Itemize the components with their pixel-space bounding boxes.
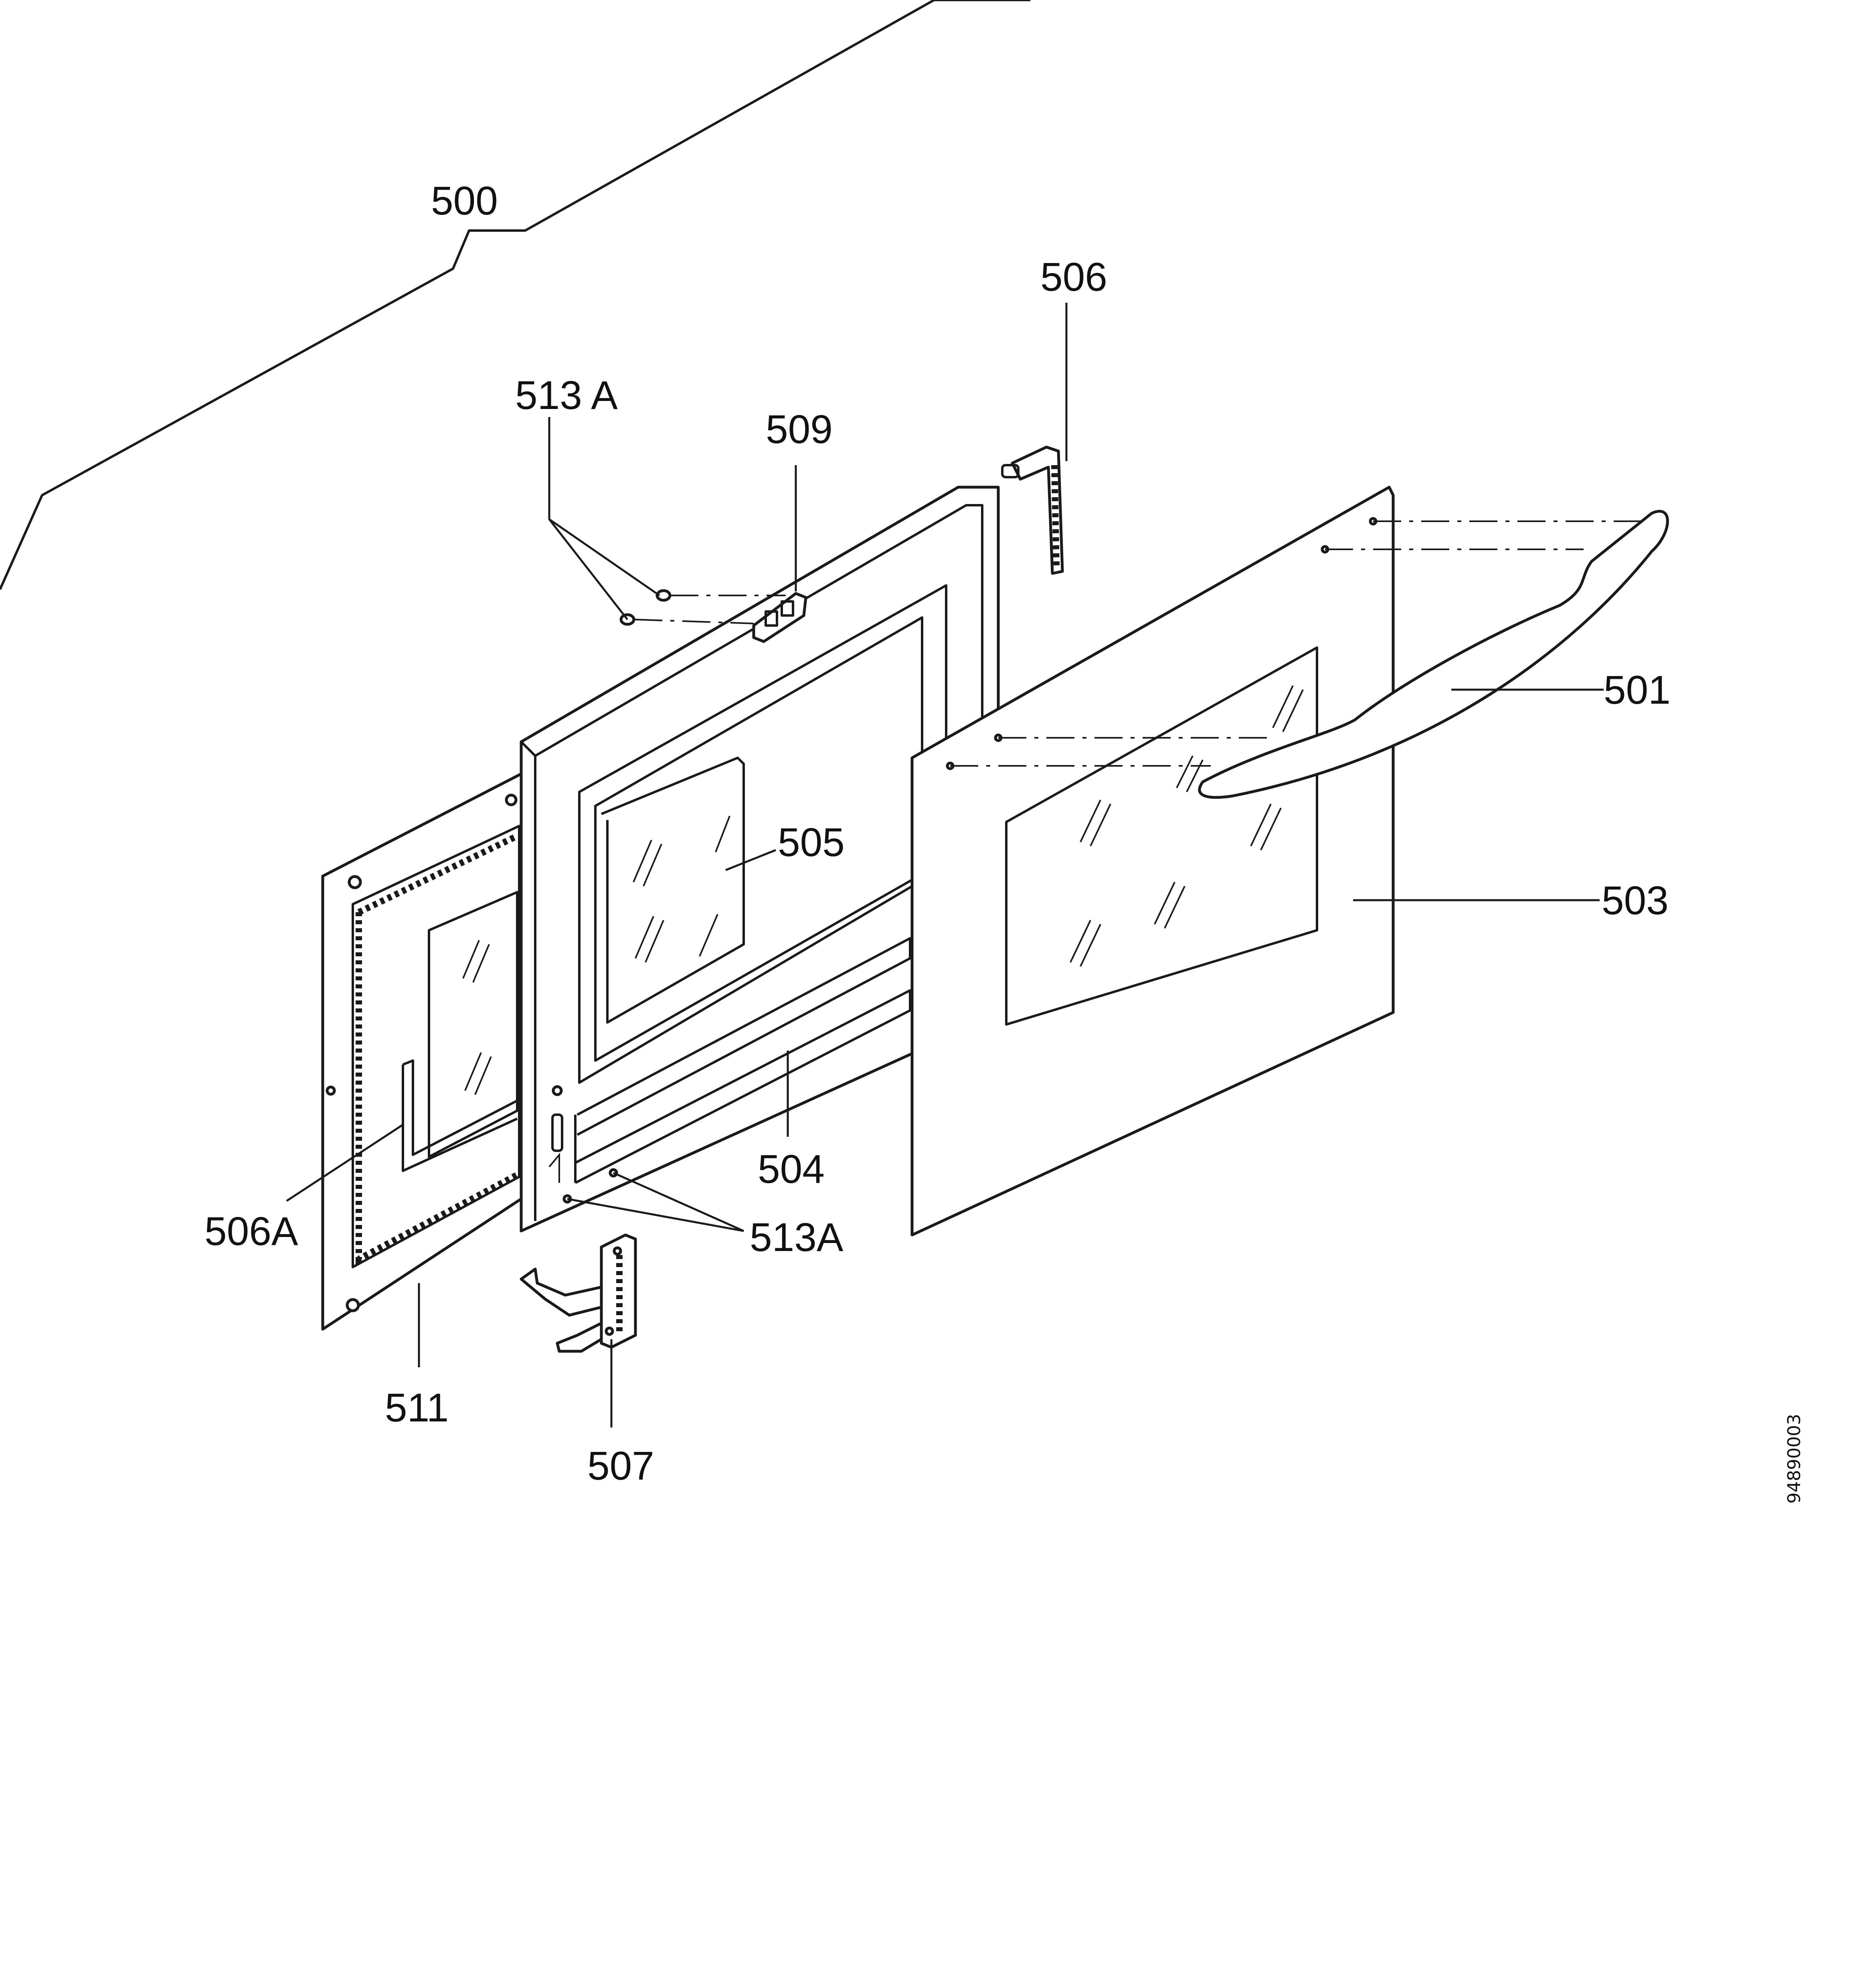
callout-500: 500	[431, 178, 498, 223]
callout-509: 509	[766, 407, 833, 452]
callout-503: 503	[1602, 878, 1669, 923]
gasket-strip-506	[1001, 445, 1064, 575]
leader-513a-bottom	[567, 1172, 744, 1232]
drawing-number: 94890003	[1784, 1414, 1804, 1504]
callout-511: 511	[385, 1385, 449, 1430]
screws-513a-top	[619, 589, 786, 626]
callout-505: 505	[778, 820, 845, 865]
callout-513a-bottom: 513A	[750, 1215, 844, 1260]
callout-501: 501	[1604, 668, 1671, 713]
hinge-507	[520, 1233, 637, 1353]
callout-506a: 506A	[204, 1209, 298, 1254]
assembly-outline-500	[0, 0, 1030, 590]
handle-501	[1198, 510, 1669, 799]
callout-507: 507	[587, 1443, 654, 1488]
callout-504: 504	[758, 1147, 825, 1192]
inner-panel-511	[321, 772, 523, 1331]
callout-506: 506	[1040, 255, 1107, 300]
callout-513a-top: 513 A	[515, 373, 618, 418]
outer-panel-503	[910, 486, 1395, 1237]
clip-509	[752, 592, 807, 643]
leader-513a-top	[548, 417, 660, 620]
leader-506a	[286, 1124, 404, 1202]
leader-505	[725, 849, 776, 871]
